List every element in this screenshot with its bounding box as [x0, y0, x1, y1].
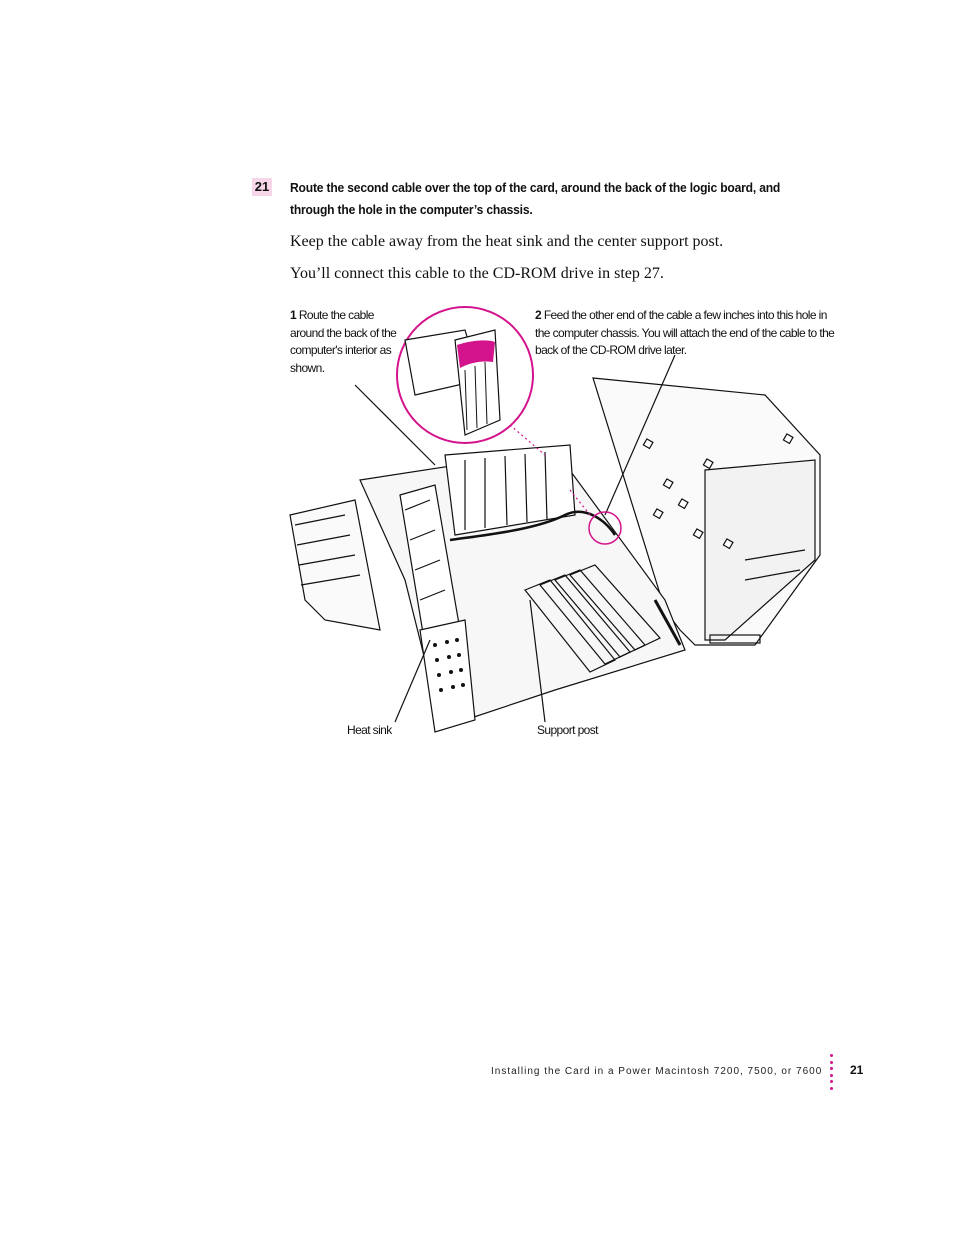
computer-interior-illustration: 1 Route the cable around the back of the…: [285, 300, 845, 755]
body-paragraph: Keep the cable away from the heat sink a…: [290, 233, 724, 250]
cable: [449, 510, 617, 542]
step-heading: Route the second cable over the top of t…: [290, 180, 781, 217]
footer-dot-rule: [830, 1054, 834, 1096]
callout-feed-cable: 2 Feed the other end of the cable a few …: [535, 307, 835, 360]
callout-route-cable: 1 Route the cable around the back of the…: [290, 307, 400, 377]
support-post-label: Support post: [537, 723, 598, 737]
illustration-drawing: [289, 306, 821, 733]
page-number: 21: [850, 1063, 864, 1077]
expansion-card: [444, 444, 576, 536]
callout-number: 2: [535, 308, 542, 322]
heat-sink-label: Heat sink: [347, 723, 392, 737]
back-panel: [289, 499, 381, 631]
callout-text: Feed the other end of the cable a few in…: [535, 308, 835, 357]
callout-text: Route the cable around the back of the c…: [290, 308, 397, 375]
chassis-hole-highlight: [588, 511, 622, 545]
step-number: 21: [252, 178, 272, 196]
cd-rom-bay: [704, 459, 816, 641]
body-paragraph: You’ll connect this cable to the CD-ROM …: [290, 265, 664, 282]
heat-sink: [419, 619, 476, 733]
callout-number: 1: [290, 308, 297, 322]
running-footer: Installing the Card in a Power Macintosh…: [491, 1066, 823, 1077]
